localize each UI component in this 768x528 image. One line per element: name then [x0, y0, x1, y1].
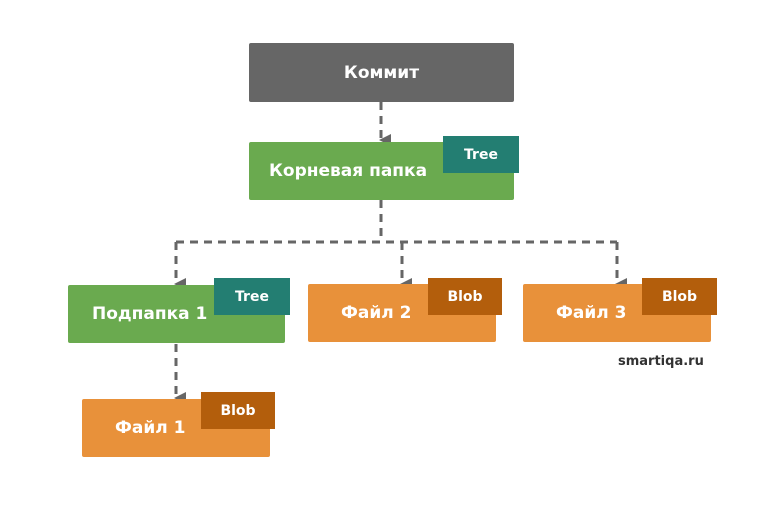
root-folder-tree-badge: Tree	[443, 136, 519, 173]
file3-label: Файл 3	[556, 303, 627, 323]
root-folder-label: Корневая папка	[269, 161, 428, 181]
file2-blob-badge: Blob	[428, 278, 502, 315]
subfolder1-tree-badge: Tree	[214, 278, 290, 315]
watermark-text: smartiqa.ru	[618, 354, 704, 369]
subfolder1-label: Подпапка 1	[92, 304, 208, 324]
file1-label: Файл 1	[115, 418, 186, 438]
file1-blob-badge: Blob	[201, 392, 275, 429]
file3-blob-badge: Blob	[642, 278, 717, 315]
commit-label: Коммит	[343, 62, 420, 83]
file2-label: Файл 2	[341, 303, 412, 323]
commit-node: Коммит	[249, 43, 514, 102]
file3-node: Файл 3	[523, 284, 711, 342]
